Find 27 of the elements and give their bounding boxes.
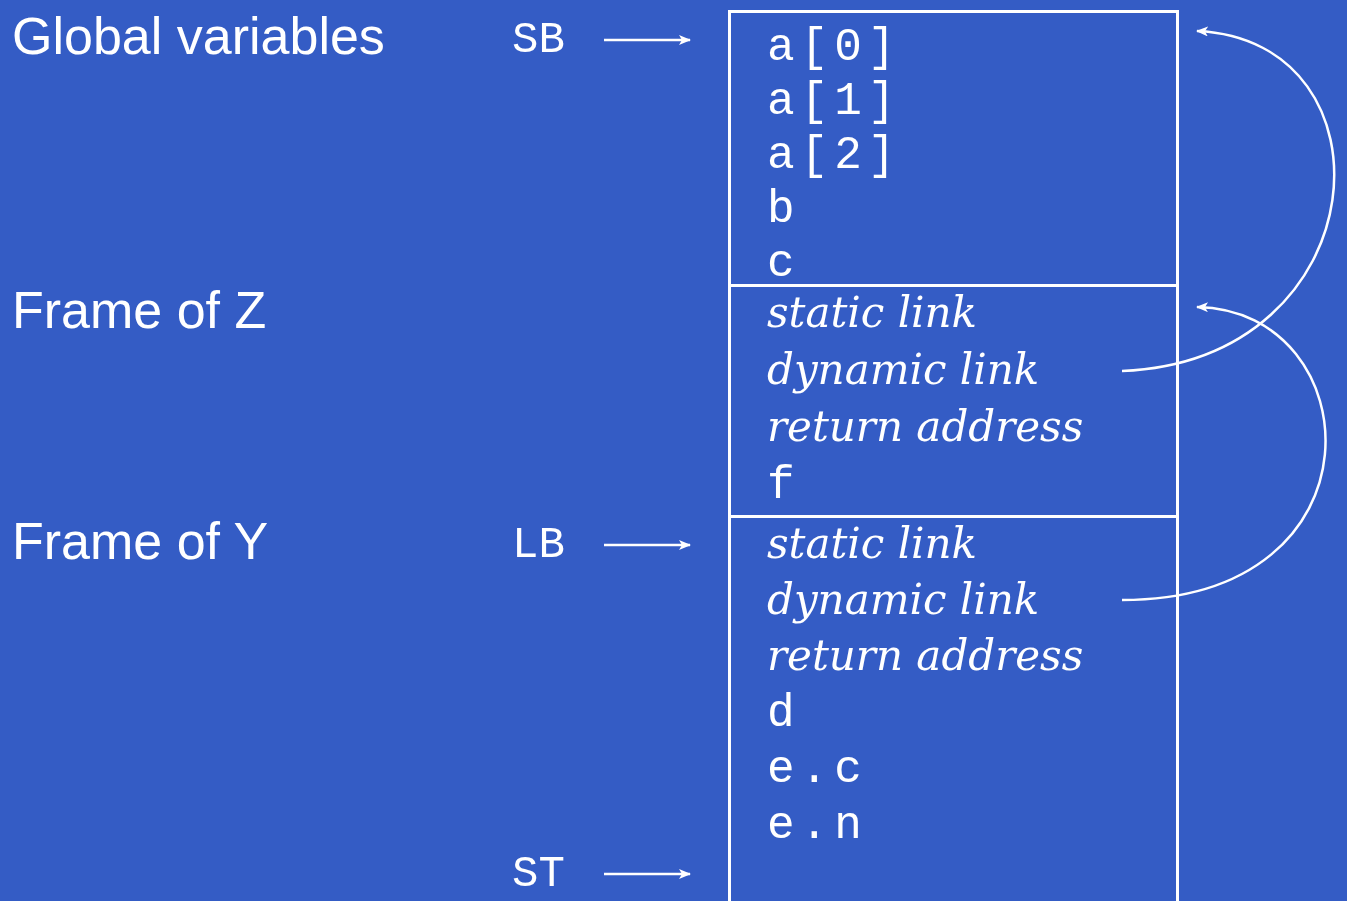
variable-name: e.c xyxy=(767,747,868,793)
arrow xyxy=(604,35,691,45)
variable-name: c xyxy=(767,241,801,287)
variable-name: b xyxy=(767,187,801,233)
pointer-label: SB xyxy=(512,18,582,62)
field-label: static link xyxy=(767,292,978,334)
pointer-label: LB xyxy=(512,523,582,567)
arrow xyxy=(604,540,691,550)
memory-block xyxy=(728,284,1179,518)
variable-name: e.n xyxy=(767,803,868,849)
section-label: Frame of Y xyxy=(12,515,269,567)
section-label: Frame of Z xyxy=(12,284,267,336)
variable-name: a[2] xyxy=(767,133,902,179)
pointer-label: ST xyxy=(512,852,582,896)
arrow xyxy=(604,869,691,879)
memory-block xyxy=(728,10,1179,287)
section-label: Global variables xyxy=(12,10,385,62)
arrow xyxy=(1121,303,1327,602)
arrow xyxy=(1121,28,1335,373)
variable-name: a[0] xyxy=(767,25,902,71)
field-label: return address xyxy=(767,635,1084,677)
field-label: return address xyxy=(767,406,1084,448)
memory-block xyxy=(728,515,1179,901)
variable-name: a[1] xyxy=(767,79,902,125)
field-label: static link xyxy=(767,523,978,565)
variable-name: f xyxy=(767,463,801,509)
variable-name: d xyxy=(767,691,801,737)
